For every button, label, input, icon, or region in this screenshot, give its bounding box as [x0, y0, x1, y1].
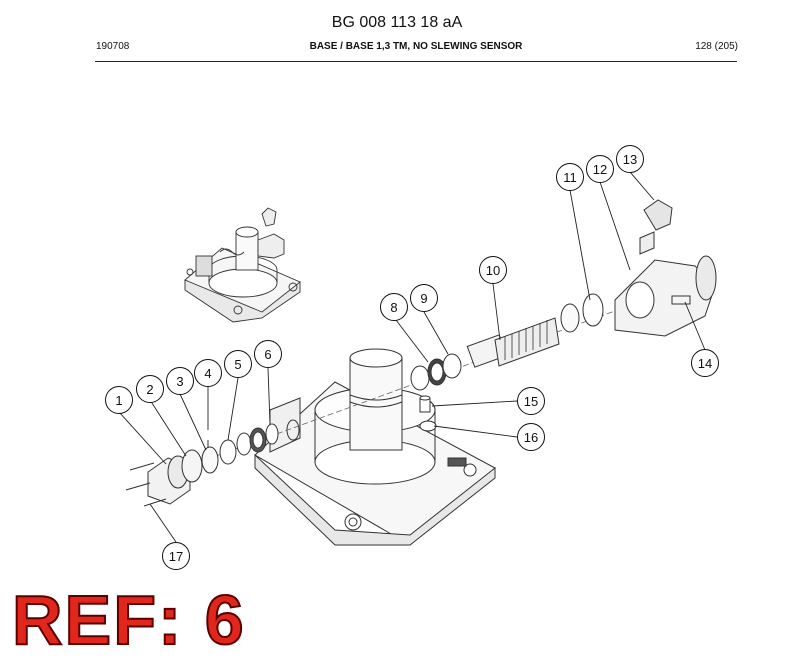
- date-code: 190708: [96, 41, 130, 52]
- callout-label: 2: [146, 382, 153, 397]
- callout-4: 4: [194, 359, 222, 387]
- base-housing: [254, 348, 496, 546]
- callout-label: 17: [169, 549, 183, 564]
- callout-16: 16: [517, 423, 545, 451]
- callout-label: 10: [486, 263, 500, 278]
- pin-parts: [419, 395, 437, 432]
- callout-label: 4: [204, 366, 211, 381]
- callout-12: 12: [586, 155, 614, 183]
- callout-5: 5: [224, 350, 252, 378]
- callout-8: 8: [380, 293, 408, 321]
- leader-lines: [118, 171, 706, 543]
- callout-label: 9: [420, 291, 427, 306]
- left-cover-parts: [125, 423, 279, 507]
- header-rule: [95, 61, 737, 62]
- callout-14: 14: [691, 349, 719, 377]
- callout-label: 11: [563, 170, 577, 185]
- reference-label: REF: 6: [11, 581, 246, 659]
- document-number: BG 008 113 18 aA: [331, 14, 463, 31]
- callout-label: 1: [115, 393, 122, 408]
- callout-label: 8: [390, 300, 397, 315]
- callout-10: 10: [479, 256, 507, 284]
- assembled-thumbnail: [184, 207, 301, 323]
- callout-2: 2: [136, 375, 164, 403]
- callout-label: 14: [698, 356, 712, 371]
- page-number: 128 (205): [695, 41, 738, 52]
- callout-label: 6: [264, 347, 271, 362]
- callout-label: 16: [524, 430, 538, 445]
- callout-3: 3: [166, 367, 194, 395]
- callout-label: 3: [176, 374, 183, 389]
- callout-13: 13: [616, 145, 644, 173]
- callout-9: 9: [410, 284, 438, 312]
- page-title: BASE / BASE 1,3 TM, NO SLEWING SENSOR: [309, 41, 523, 52]
- callout-label: 13: [623, 152, 637, 167]
- callout-11: 11: [556, 163, 584, 191]
- callout-label: 5: [234, 357, 241, 372]
- callout-17: 17: [162, 542, 190, 570]
- callout-label: 15: [524, 394, 538, 409]
- callout-label: 12: [593, 162, 607, 177]
- callout-1: 1: [105, 386, 133, 414]
- callout-6: 6: [254, 340, 282, 368]
- right-cylinder-parts: [410, 199, 717, 391]
- callout-15: 15: [517, 387, 545, 415]
